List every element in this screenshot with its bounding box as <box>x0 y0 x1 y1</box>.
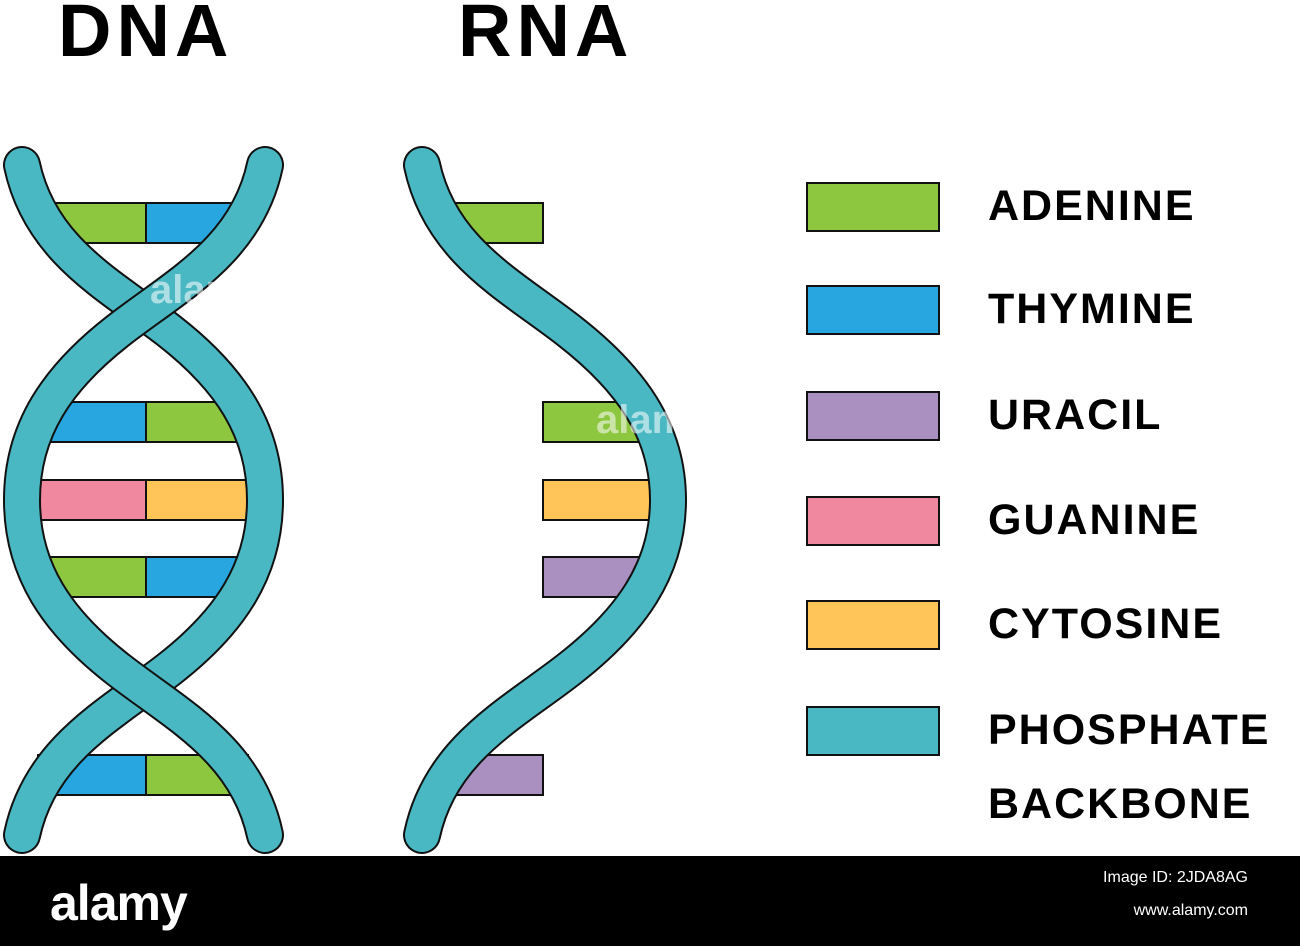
image-id: Image ID: 2JDA8AG <box>1103 869 1248 886</box>
legend-label-thymine: THYMINE <box>988 285 1196 333</box>
dna-base-cytosine <box>145 479 249 521</box>
legend-swatch-thymine <box>806 285 940 335</box>
dna-double-helix <box>2 146 285 854</box>
legend-label-uracil: URACIL <box>988 391 1163 439</box>
legend-label-backbone-line2: BACKBONE <box>988 780 1253 828</box>
dna-strand-right <box>2 146 284 854</box>
alamy-logo: alamy <box>50 875 188 931</box>
source-url: www.alamy.com <box>1133 902 1248 919</box>
watermark-footer: alamy Image ID: 2JDA8AG www.alamy.com <box>0 856 1300 946</box>
legend-swatch-adenine <box>806 182 940 232</box>
dna-title: DNA <box>58 0 234 72</box>
legend-label-guanine: GUANINE <box>988 496 1201 544</box>
legend-swatch-guanine <box>806 496 940 546</box>
rna-base-cytosine <box>542 479 654 521</box>
legend-swatch-cytosine <box>806 600 940 650</box>
dna-base-guanine <box>37 479 147 521</box>
rna-single-strand <box>403 146 688 854</box>
watermark-overlay: alamy <box>596 398 710 442</box>
legend-label-backbone: PHOSPHATE <box>988 706 1271 754</box>
dna-strand-left <box>3 146 285 854</box>
nucleic-acid-diagram <box>2 146 688 854</box>
legend-label-cytosine: CYTOSINE <box>988 600 1224 648</box>
legend-label-adenine: ADENINE <box>988 182 1196 230</box>
legend-swatch-uracil <box>806 391 940 441</box>
rna-title: RNA <box>458 0 634 72</box>
legend-swatch-backbone <box>806 706 940 756</box>
rna-backbone-strand <box>403 146 688 854</box>
watermark-overlay: alamy <box>150 268 264 312</box>
